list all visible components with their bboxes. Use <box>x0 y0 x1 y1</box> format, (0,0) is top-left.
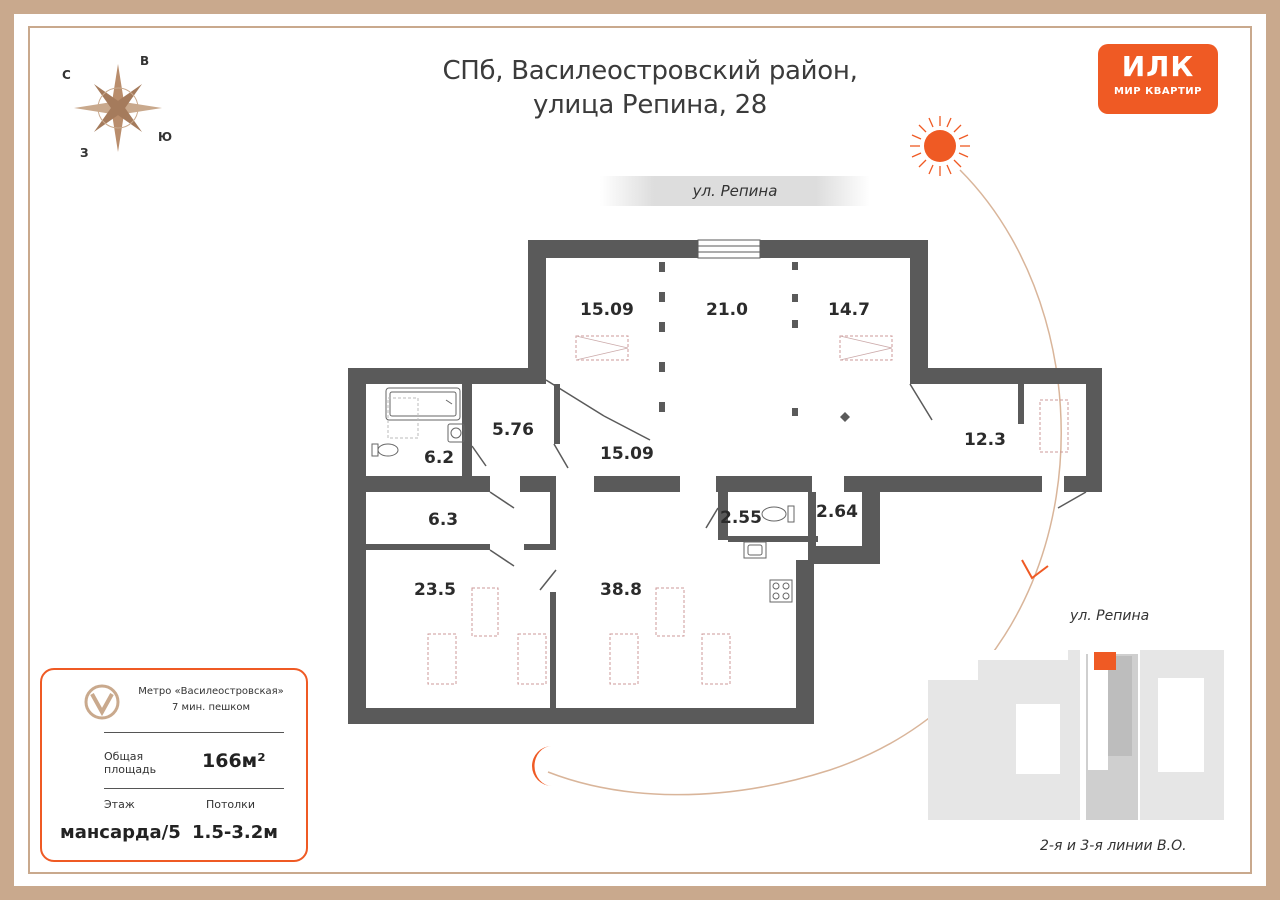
page-title: СПб, Василеостровский район, улица Репин… <box>380 54 920 122</box>
furniture-outlines <box>427 335 1069 685</box>
brand-logo[interactable]: ИЛК МИР КВАРТИР <box>1098 44 1218 114</box>
room-area-1: 15.09 <box>580 300 634 320</box>
floor-value: мансарда/5 <box>60 822 181 843</box>
walls <box>348 240 1102 724</box>
toilet-fixture <box>761 505 795 523</box>
title-line-2: улица Репина, 28 <box>532 90 768 120</box>
metro-icon <box>84 684 120 720</box>
metro-walk-time: 7 мин. пешком <box>171 702 251 713</box>
floor-label: Этаж <box>104 798 135 811</box>
moon-icon <box>532 746 552 786</box>
sun-icon <box>910 116 970 176</box>
area-label: Общая площадь <box>104 750 156 776</box>
ceiling-value: 1.5-3.2м <box>192 822 278 843</box>
room-area-4: 5.76 <box>492 420 534 440</box>
compass-north: С <box>62 68 71 82</box>
room-area-9: 2.55 <box>720 508 762 528</box>
room-area-8: 6.3 <box>428 510 459 530</box>
compass-west: З <box>80 146 89 160</box>
bathroom-fixtures <box>371 397 465 457</box>
location-map <box>928 650 1224 820</box>
room-area-11: 23.5 <box>414 580 456 600</box>
room-area-6: 15.09 <box>600 444 654 464</box>
divider-1 <box>104 732 284 733</box>
compass-east: В <box>140 54 150 68</box>
bathtub <box>385 387 461 421</box>
kitchen-fixtures <box>743 541 793 603</box>
title-line-1: СПб, Василеостровский район, <box>442 56 858 86</box>
metro-station: Метро «Василеостровская» <box>138 686 284 697</box>
compass-icon <box>74 64 162 152</box>
room-area-2: 21.0 <box>706 300 748 320</box>
street-label-top: ул. Репина <box>600 176 870 206</box>
room-area-7: 12.3 <box>964 430 1006 450</box>
compass-rose: С В Ю З <box>60 50 180 170</box>
info-card: Метро «Василеостровская» 7 мин. пешком О… <box>40 668 308 862</box>
compass-south: Ю <box>158 130 173 144</box>
logo-text: МИР КВАРТИР <box>1113 86 1202 97</box>
room-area-12: 38.8 <box>600 580 642 600</box>
inner-frame <box>28 26 1252 874</box>
divider-2 <box>104 788 284 789</box>
room-area-10: 2.64 <box>816 502 858 522</box>
metro-info: Метро «Василеостровская» 7 мин. пешком <box>126 684 296 716</box>
room-area-5: 6.2 <box>424 448 455 468</box>
room-area-3: 14.7 <box>828 300 870 320</box>
map-street-bottom: 2-я и 3-я линии В.О. <box>1040 838 1187 854</box>
window <box>697 239 761 259</box>
pillars <box>659 262 798 416</box>
ceiling-label: Потолки <box>206 798 255 811</box>
map-street-top: ул. Репина <box>1070 608 1150 624</box>
area-value: 166м² <box>202 750 266 772</box>
bed-lines <box>575 335 893 361</box>
area-label-1: Общая <box>104 750 144 763</box>
logo-mark: ИЛК <box>1121 50 1195 83</box>
sun-direction-arrow <box>1021 559 1049 580</box>
area-label-2: площадь <box>104 763 157 776</box>
doors <box>471 379 1087 591</box>
